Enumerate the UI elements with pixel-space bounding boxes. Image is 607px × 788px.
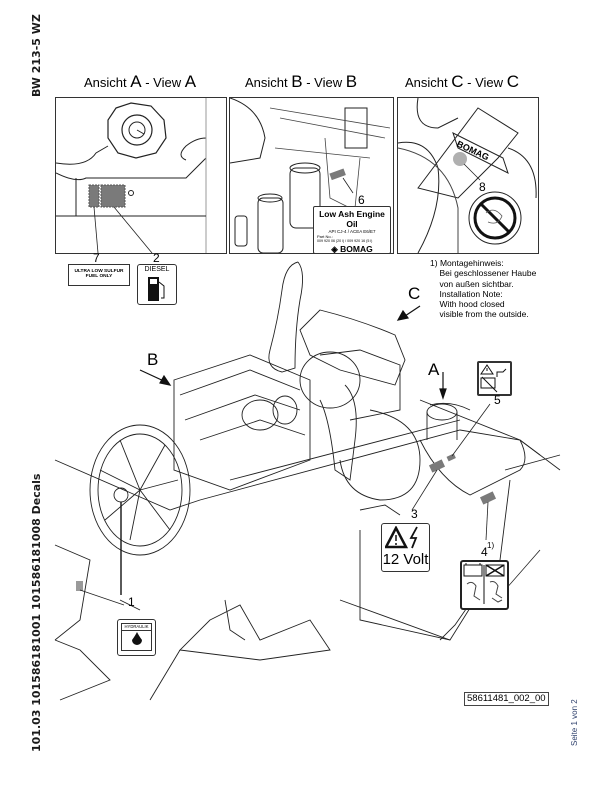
decal-area-5	[446, 453, 456, 462]
engine-oil-part-label: Part No.:	[317, 234, 333, 239]
document-reference: 101.03 101586181001 101586181008 Decals	[30, 473, 43, 752]
view-a-panel	[55, 97, 227, 254]
view-c-sep: - View	[467, 75, 504, 90]
view-a-drawing	[56, 98, 207, 253]
note-line-4: Installation Note:	[439, 288, 503, 299]
battery-disconnect-instruction-icon	[463, 563, 505, 604]
page-indicator: Seite 1 von 2	[570, 699, 579, 746]
hydraulic-label: HYDRAULIK	[122, 623, 151, 631]
view-a-sep: - View	[145, 75, 182, 90]
note-line-6: visible from the outside.	[439, 309, 529, 320]
callout-1: 1	[128, 595, 135, 609]
engine-oil-part-numbers: 009 920 06 (20 l) / 009 920 16 (5 l)	[317, 239, 373, 243]
model-label: BW 213-5 WZ	[30, 14, 43, 97]
uls-line1: ULTRA LOW SULFUR	[74, 269, 124, 274]
12-volt-decal: 12 Volt	[381, 523, 430, 572]
view-a-letter2: A	[184, 72, 197, 91]
battery-disconnect-warning-icon	[480, 364, 507, 393]
decal-area-4	[479, 491, 497, 505]
bomag-logo: ◈ BOMAG	[314, 244, 390, 254]
view-b-prefix: Ansicht	[245, 75, 288, 90]
view-c-heading: Ansicht C - View C	[405, 72, 519, 92]
battery-warning-decal	[477, 361, 512, 396]
engine-oil-title: Low Ash Engine Oil	[319, 209, 385, 229]
callout-6: 6	[358, 193, 365, 207]
note-line-1: Montagehinweis:	[439, 258, 504, 268]
callout-7: 7	[93, 251, 100, 265]
diesel-label: DIESEL	[144, 266, 170, 273]
view-arrow-a-label: A	[428, 360, 440, 379]
view-arrow-c-label: C	[408, 284, 421, 303]
view-c-prefix: Ansicht	[405, 75, 448, 90]
view-b-letter: B	[291, 72, 303, 91]
callout-2: 2	[153, 251, 160, 265]
view-c-drawing: BOMAG	[398, 98, 537, 253]
hydraulic-oil-decal: HYDRAULIK	[117, 619, 156, 656]
view-c-letter2: C	[506, 72, 519, 91]
hydraulic-tank-frame: HYDRAULIK	[121, 623, 152, 651]
fuel-pump-icon	[148, 277, 165, 301]
view-a-prefix: Ansicht	[84, 75, 127, 90]
drawing-number: 58611481_002_00	[464, 692, 549, 706]
view-a-letter: A	[130, 72, 142, 91]
ultra-low-sulfur-decal: ULTRA LOW SULFUR FUEL ONLY	[68, 264, 130, 286]
oil-drop-icon	[132, 632, 142, 645]
view-b-panel: 6 Low Ash Engine Oil API CJ-4 / ACEA E6/…	[229, 97, 394, 254]
callout-4-note-marker: 1)	[487, 541, 495, 550]
note-line-2: Bei geschlossener Haube	[439, 268, 537, 279]
callout-8: 8	[479, 180, 486, 194]
uls-line2: FUEL ONLY	[85, 274, 113, 279]
note-marker: 1)	[430, 258, 438, 268]
engine-oil-spec: API CJ-4 / ACEA E6/E7	[328, 229, 376, 234]
bomag-diamond-icon: ◈	[331, 244, 338, 254]
view-b-drawing	[230, 98, 391, 253]
electrical-hazard-icon	[385, 526, 418, 549]
view-arrow-b-label: B	[147, 350, 159, 369]
battery-disconnect-decal	[460, 560, 509, 610]
callout-4: 4	[481, 545, 488, 559]
voltage-label: 12 Volt	[382, 551, 429, 568]
view-c-letter: C	[451, 72, 464, 91]
decal-area-3	[428, 459, 446, 473]
decal-area-1	[76, 581, 83, 591]
note-line-5: With hood closed	[439, 299, 505, 310]
callout-5: 5	[494, 393, 501, 407]
view-a-heading: Ansicht A - View A	[84, 72, 196, 92]
view-b-heading: Ansicht B - View B	[245, 72, 357, 92]
view-b-letter2: B	[345, 72, 358, 91]
installation-note: 1) Montagehinweis: Bei geschlossener Hau…	[430, 258, 536, 320]
callout-3: 3	[411, 507, 418, 521]
view-b-sep: - View	[306, 75, 343, 90]
bomag-brand-text: BOMAG	[340, 244, 373, 254]
diesel-decal: DIESEL	[137, 264, 177, 305]
engine-oil-decal: Low Ash Engine Oil API CJ-4 / ACEA E6/E7…	[313, 206, 391, 254]
note-line-3: von außen sichtbar.	[439, 278, 514, 289]
view-c-panel: BOMAG 8	[397, 97, 539, 254]
